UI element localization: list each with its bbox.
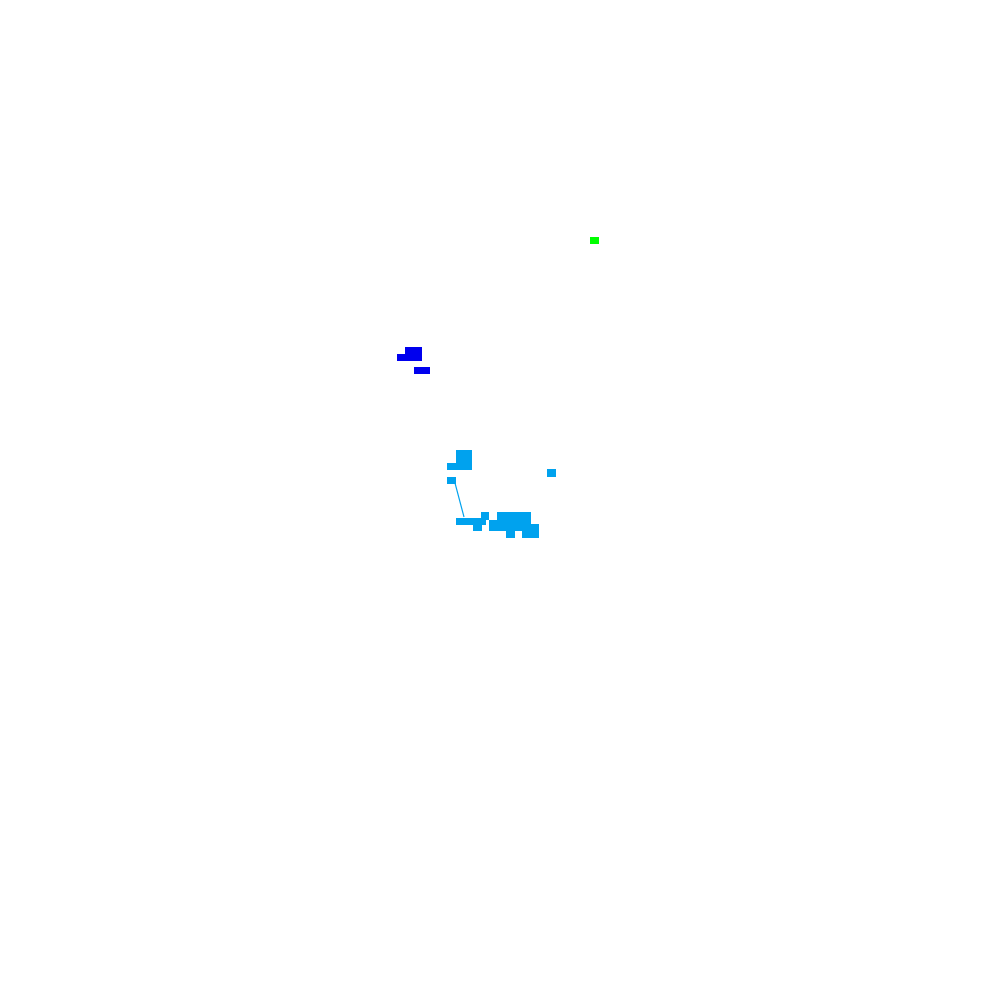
light-blue-block (522, 524, 539, 538)
light-blue-block (481, 512, 489, 520)
light-blue-block (473, 522, 482, 531)
light-blue-block (489, 520, 531, 531)
dark-blue-block (405, 347, 422, 356)
dark-blue-cluster (397, 347, 430, 374)
green-block (590, 237, 599, 244)
dark-blue-block (397, 354, 422, 361)
dark-blue-block (414, 367, 430, 374)
light-blue-block (447, 463, 472, 470)
green-marker (590, 237, 599, 244)
light-blue-cluster (447, 450, 556, 538)
light-blue-block (547, 469, 556, 477)
light-blue-line (454, 482, 465, 518)
light-blue-block (456, 518, 486, 525)
light-blue-block (506, 528, 515, 538)
light-blue-block (447, 477, 456, 484)
